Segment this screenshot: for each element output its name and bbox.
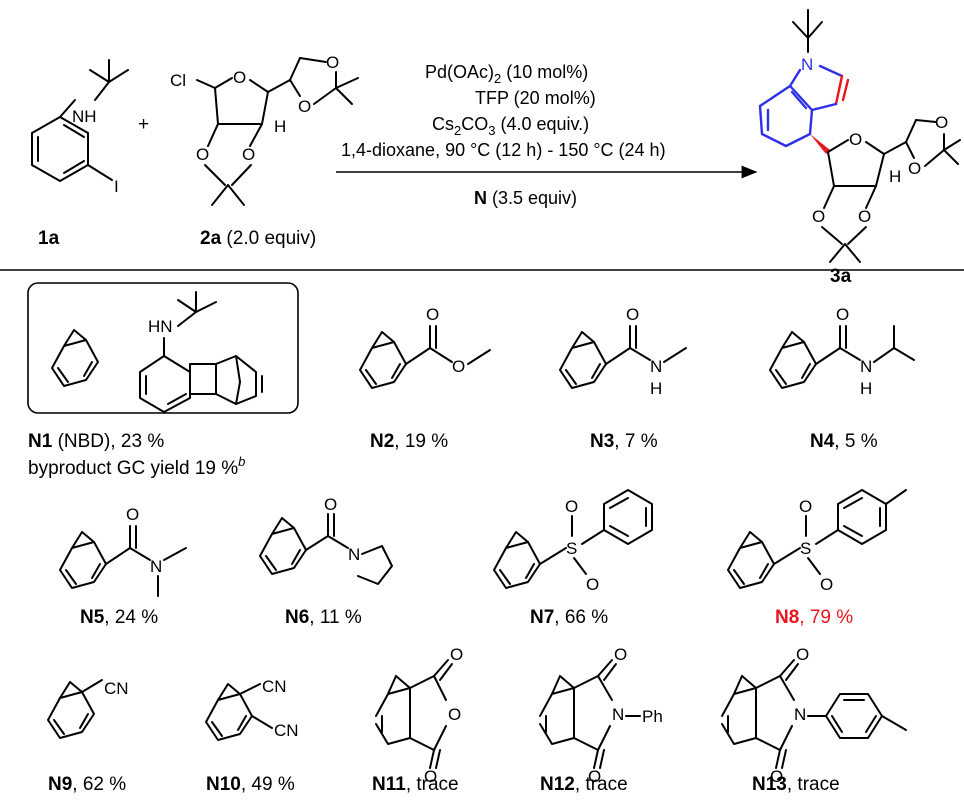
product-3a-structure: N O H O O O O [758, 9, 961, 263]
n13-imide-n: N [794, 705, 806, 724]
n2-ester-o: O [452, 357, 465, 376]
product-ring-oxygen: O [849, 130, 862, 149]
n11-label: N11, trace [372, 774, 459, 795]
dioxolane-o1: O [326, 53, 339, 72]
n1-label: N1 (NBD), 23 % [28, 431, 164, 452]
reactant-2a-structure: Cl O O O H O O [170, 53, 359, 206]
reactant-1a-label: 1a [38, 228, 60, 249]
n6-amide-n: N [348, 545, 360, 564]
n5-structure: O N [59, 505, 187, 597]
chlorine-atom: Cl [170, 71, 186, 90]
n3-label: N3, 7 % [590, 431, 658, 452]
condition-catalyst: Pd(OAc)2 (10 mol%) [425, 62, 588, 86]
n5-amide-n: N [150, 557, 162, 576]
n12-label: N12, trace [540, 774, 628, 795]
n12-imide-n: N [612, 705, 624, 724]
condition-base: Cs2CO3 (4.0 equiv.) [432, 114, 589, 138]
n10-cn-2: CN [274, 721, 299, 740]
n1-byproduct-note: byproduct GC yield 19 %b [28, 454, 245, 479]
n3-amide-n: N [650, 357, 662, 376]
n6-label: N6, 11 % [285, 607, 362, 628]
n8-structure: S O O [727, 489, 907, 594]
n10-structure: CN CN [205, 677, 299, 741]
n3-amide-h: H [650, 379, 662, 398]
n9-cn: CN [104, 679, 129, 698]
reactant-1a-structure: NH I [31, 59, 129, 196]
n9-structure: CN [47, 679, 129, 739]
n8-so-o1: O [799, 497, 812, 516]
n13-structure: O N O [721, 645, 907, 786]
n4-amide-h: H [860, 379, 872, 398]
n10-label: N10, 49 % [206, 774, 295, 795]
n8-sulfur: S [800, 539, 811, 558]
condition-solvent-temp: 1,4-dioxane, 90 °C (12 h) - 150 °C (24 h… [341, 140, 666, 160]
n7-label: N7, 66 % [530, 607, 608, 628]
n8-so-o2: O [820, 575, 833, 594]
n5-carbonyl-o: O [126, 505, 139, 524]
acetonide-o1: O [196, 145, 209, 164]
n4-amide-n: N [860, 357, 872, 376]
n7-so-o1: O [565, 497, 578, 516]
n6-structure: O N [259, 495, 393, 585]
product-hydrogen: H [889, 167, 901, 186]
indole-n-atom: N [801, 55, 813, 74]
dioxolane-o2: O [298, 97, 311, 116]
n8-label: N8, 79 % [775, 607, 853, 628]
n13-carbonyl-o1: O [796, 645, 809, 664]
n7-so-o2: O [586, 575, 599, 594]
n7-structure: S O O [493, 489, 653, 594]
n12-carbonyl-o1: O [614, 645, 627, 664]
product-dioxolane-o2: O [908, 159, 921, 178]
nh-atom: NH [72, 107, 97, 126]
n10-cn-1: CN [262, 677, 287, 696]
product-acetonide-o2: O [858, 207, 871, 226]
product-dioxolane-o1: O [935, 113, 948, 132]
ring-oxygen: O [233, 68, 246, 87]
n13-carbonyl-o2: O [770, 767, 783, 786]
n12-structure: O N Ph O [539, 645, 663, 786]
n9-label: N9, 62 % [48, 774, 126, 795]
n13-label: N13, trace [752, 774, 840, 795]
n6-carbonyl-o: O [324, 495, 337, 514]
reaction-conditions: Pd(OAc)2 (10 mol%) TFP (20 mol%) Cs2CO3 … [336, 62, 758, 208]
acetonide-o2: O [242, 145, 255, 164]
n11-carbonyl-o2: O [424, 767, 437, 786]
condition-norbornadiene: N (3.5 equiv) [474, 188, 577, 208]
n11-carbonyl-o1: O [450, 645, 463, 664]
n7-sulfur: S [566, 539, 577, 558]
reactant-2a-label: 2a (2.0 equiv) [200, 228, 316, 249]
n12-phenyl: Ph [642, 707, 663, 726]
n11-ring-o: O [448, 705, 461, 724]
n1-byproduct-structure: HN [139, 291, 263, 413]
n11-structure: O O O [375, 645, 463, 786]
product-3a-label: 3a [830, 266, 852, 287]
product-acetonide-o1: O [812, 207, 825, 226]
n1-box [27, 282, 299, 414]
n2-carbonyl-o: O [426, 305, 439, 324]
n2-structure: O O [359, 305, 491, 389]
byproduct-hn: HN [148, 317, 173, 336]
iodine-atom: I [114, 177, 119, 196]
hydrogen-atom: H [274, 117, 286, 136]
n12-carbonyl-o2: O [588, 767, 601, 786]
n4-structure: O N H [769, 305, 915, 398]
n1-structure [51, 329, 99, 387]
n4-carbonyl-o: O [836, 305, 849, 324]
n3-structure: O N H [559, 305, 687, 398]
plus-sign: + [138, 114, 149, 135]
n4-label: N4, 5 % [810, 431, 878, 452]
condition-ligand: TFP (20 mol%) [475, 88, 596, 108]
n2-label: N2, 19 % [370, 431, 448, 452]
n5-label: N5, 24 % [80, 607, 158, 628]
n3-carbonyl-o: O [626, 305, 639, 324]
